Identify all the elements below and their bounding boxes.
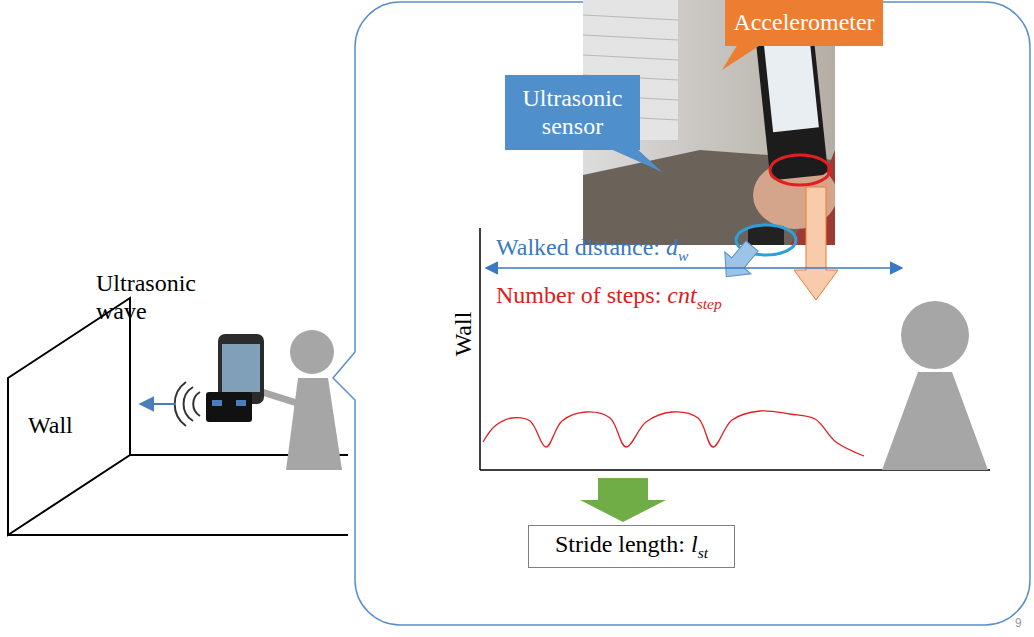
- wave-arrow: [140, 403, 176, 405]
- accelerometer-marker: [770, 155, 830, 185]
- wave-label: Ultrasonic wave: [96, 270, 218, 325]
- step-signal: [483, 411, 864, 456]
- flow-arrow: [713, 235, 765, 287]
- photo-screen: [763, 32, 819, 132]
- distance-label: Walked distance: dw: [496, 234, 688, 265]
- blind-slat: [583, 35, 678, 40]
- wave-arc: [184, 387, 193, 421]
- result-box: Stride length: lst: [528, 525, 735, 568]
- person-head: [901, 301, 969, 369]
- callout-box: Ultrasonic sensor: [505, 75, 640, 150]
- person-head: [290, 330, 334, 374]
- person-body: [882, 372, 988, 470]
- steps-label: Number of steps: cntstep: [496, 282, 722, 313]
- flow-arrow: [794, 187, 838, 300]
- wave-arc: [193, 392, 200, 416]
- wall-shape: Wall: [8, 298, 130, 535]
- blind-slat: [583, 55, 678, 60]
- floor-line: [8, 534, 348, 536]
- variable-subscript: st: [698, 544, 708, 561]
- person-body: [286, 378, 342, 470]
- variable-symbol: d: [666, 234, 678, 260]
- wave-arc: [175, 382, 186, 426]
- step-signal: [483, 411, 864, 456]
- flow-arrow: [713, 235, 765, 287]
- callout-tail: [722, 44, 762, 70]
- distance-arrow: [486, 267, 902, 269]
- node-text: Accelerometer: [733, 9, 874, 37]
- wall-outline: [8, 298, 130, 535]
- phone-screen: [222, 344, 260, 392]
- axis-label: Wall: [450, 312, 478, 357]
- result-arrow: [580, 478, 666, 522]
- variable-symbol: l: [691, 531, 698, 557]
- sensor-module: [206, 392, 252, 422]
- variable-subscript: w: [678, 247, 688, 264]
- callout-box: Accelerometer: [725, 0, 883, 46]
- sensor-module: [236, 400, 246, 406]
- node-text: Stride length: lst: [555, 531, 708, 562]
- variable-subscript: step: [697, 295, 722, 312]
- blind-slat: [583, 15, 678, 20]
- variable-symbol: cnt: [667, 282, 696, 308]
- sensor-module: [212, 400, 222, 406]
- node-text: Ultrasonic sensor: [511, 85, 634, 140]
- chart-axis: [479, 228, 481, 470]
- node-text: Wall: [28, 412, 73, 440]
- photo-sensor: [748, 226, 784, 245]
- person-arm: [262, 392, 300, 404]
- page-number: 9: [1015, 617, 1022, 631]
